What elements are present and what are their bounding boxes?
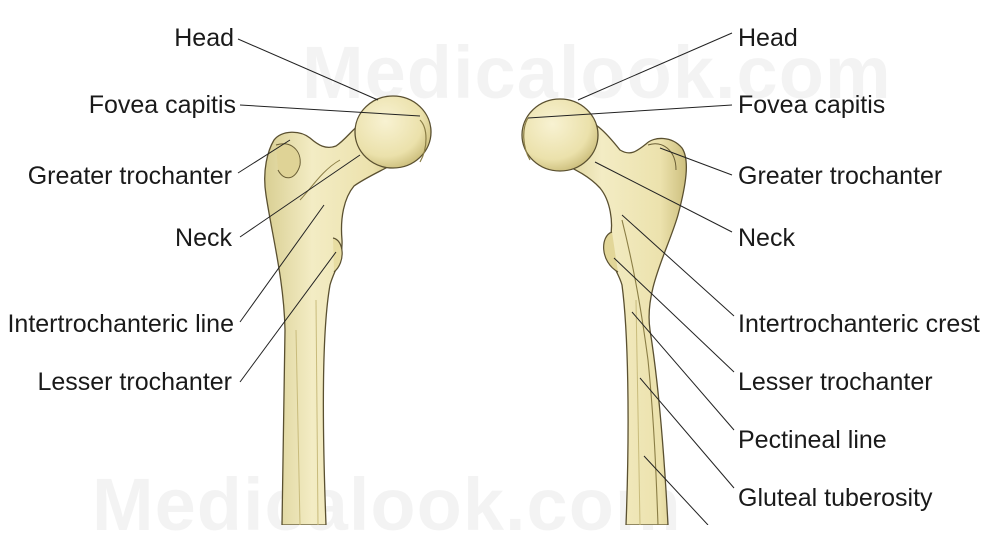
leader-left-neck [239, 154, 361, 238]
label-right-intertrochanteric-crest: Intertrochanteric crest [738, 310, 980, 338]
left-leader-lines [237, 38, 421, 383]
leader-left-greater-trochanter [237, 139, 291, 174]
left-femur-body [264, 123, 402, 525]
leader-right-head [577, 32, 733, 101]
right-femur [521, 98, 687, 525]
right-femur-head [521, 98, 599, 172]
femur-illustration [237, 32, 735, 525]
femur-diagram: Medicalook.com Medicalook.com [7, 24, 980, 546]
label-right-neck: Neck [738, 224, 795, 252]
right-femur-body [554, 123, 687, 525]
label-right-fovea-capitis: Fovea capitis [738, 91, 886, 119]
right-leader-lines [527, 32, 735, 525]
label-left-intertrochanteric-line: Intertrochanteric line [7, 310, 234, 338]
left-femur-head [354, 95, 432, 169]
label-right-gluteal-tuberosity: Gluteal tuberosity [738, 484, 933, 512]
leader-left-fovea [239, 104, 421, 117]
label-left-greater-trochanter: Greater trochanter [27, 162, 232, 190]
leader-right-offscreen [643, 455, 709, 525]
leader-right-lesser-trochanter [613, 257, 735, 373]
label-right-head: Head [738, 24, 798, 52]
label-left-fovea-capitis: Fovea capitis [88, 91, 236, 119]
label-right-greater-trochanter: Greater trochanter [738, 162, 943, 190]
leader-right-gluteal-tuberosity [639, 377, 735, 489]
leader-right-fovea [527, 104, 733, 119]
leader-right-neck [594, 161, 733, 233]
leader-left-head [237, 38, 379, 101]
leader-right-greater-trochanter [659, 147, 733, 176]
label-right-pectineal-line: Pectineal line [738, 426, 887, 454]
label-left-head: Head [174, 24, 234, 52]
leader-right-intertrochanteric-crest [621, 214, 735, 317]
leader-left-lesser-trochanter [239, 251, 337, 383]
label-right-lesser-trochanter: Lesser trochanter [738, 368, 933, 396]
left-femur [264, 95, 432, 525]
label-left-lesser-trochanter: Lesser trochanter [37, 368, 232, 396]
right-lesser-trochanter [603, 231, 619, 273]
leader-right-pectineal-line [631, 311, 735, 431]
leader-left-intertrochanteric-line [239, 204, 325, 323]
left-lesser-trochanter [332, 237, 343, 273]
label-left-neck: Neck [175, 224, 232, 252]
